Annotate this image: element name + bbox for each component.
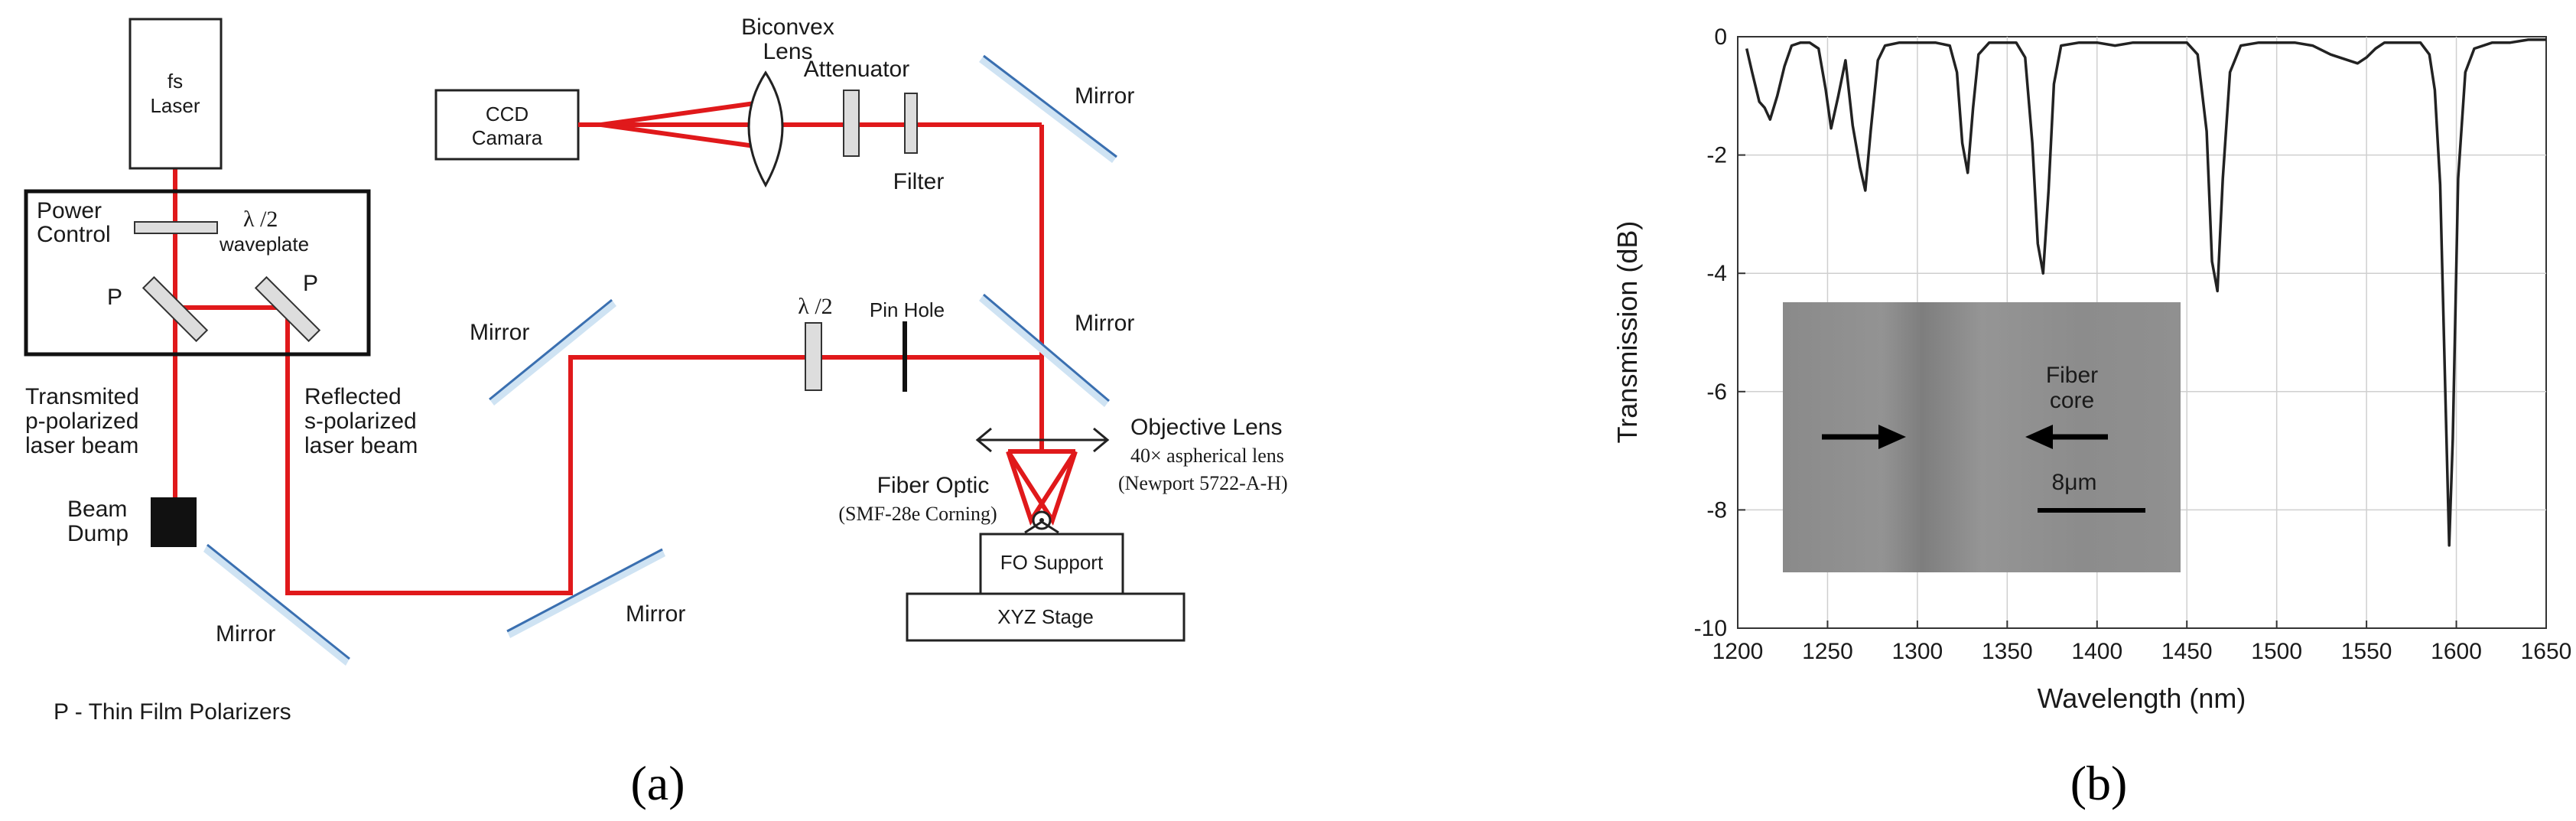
transmitted-label-line1: Transmited [25,384,139,409]
mirror-middle-right [979,293,1110,407]
reflected-label-line2: s-polarized [304,409,417,434]
x-tick-label: 1550 [2341,639,2392,664]
biconvex-lens-label-line2: Lens [763,39,812,64]
fs-laser-box [128,18,223,170]
mirror-left-label: Mirror [470,320,529,345]
waveplate-2-symbol: λ /2 [798,294,832,319]
transmitted-label-line2: p-polarized [25,409,138,434]
y-tick-label: -6 [1706,380,1727,405]
x-tick-label: 1600 [2431,639,2482,664]
mirror-bottom-left [203,543,350,666]
y-tick-label: -2 [1706,143,1727,168]
ccd-camera-label-line1: CCD [486,103,529,125]
fiber-core-label-line2: core [2050,388,2094,413]
transmission-chart: 1200 1250 1300 1350 1400 1450 1500 1550 1600 1650… [1612,24,2571,810]
x-tick-label: 1350 [1982,639,2033,664]
objective-lens-label: Objective Lens [1130,415,1282,440]
fiber-optic-detail: (SMF-28e Corning) [838,503,997,525]
y-ticks: 0 -2 -4 -6 -8 -10 [1694,24,1745,641]
fiber-optic-label: Fiber Optic [877,473,990,498]
attenuator-label: Attenuator [804,57,909,82]
fo-support [979,533,1124,595]
polarizer-left [141,275,209,343]
arrow-left-pointing-right [1822,425,1906,449]
power-control-label-line1: Power [37,198,102,223]
mirror-bottom-center [506,548,665,638]
x-tick-label: 1450 [2161,639,2213,664]
power-control-label-line2: Control [37,222,111,247]
attenuator [843,90,860,157]
beam-dump-label-line2: Dump [67,521,128,546]
pin-hole-label: Pin Hole [870,298,945,321]
x-axis-title: Wavelength (nm) [2038,683,2246,714]
ccd-camera-label-line2: Camara [472,126,543,149]
y-axis-title: Transmission (dB) [1612,221,1643,444]
y-tick-label: -10 [1694,616,1727,641]
fs-laser-label-line1: fs [168,70,183,93]
fo-support-label: FO Support [1000,551,1104,574]
xyz-stage [906,592,1186,642]
panel-b-label: (b) [2070,756,2128,810]
x-tick-label: 1400 [2071,639,2122,664]
objective-lens [975,427,1110,453]
mirror-bottom-left-label: Mirror [216,621,275,647]
beam-dump [151,497,197,547]
y-tick-label: -4 [1706,261,1727,286]
transmitted-label-line3: laser beam [25,433,138,458]
mirror-top-right [979,54,1117,163]
objective-lens-detail-line1: 40× aspherical lens [1130,445,1284,467]
waveplate-1-symbol: λ /2 [243,207,278,232]
transmission-series-line [1745,38,2546,547]
x-ticks: 1200 1250 1300 1350 1400 1450 1500 1550 1600 1650 [1712,621,2572,664]
biconvex-lens [747,70,784,188]
fiber-core-label-line1: Fiber [2046,363,2098,388]
y-tick-label: 0 [1714,24,1727,50]
reflected-label-line3: laser beam [304,433,418,458]
mirror-middle-right-label: Mirror [1075,311,1134,336]
waveplate-1-label: waveplate [219,233,309,256]
mirror-top-right-label: Mirror [1075,83,1134,109]
polarizer-right-label: P [303,271,318,296]
objective-lens-detail-line2: (Newport 5722-A-H) [1118,472,1288,494]
scale-bar-label: 8μm [2052,470,2097,495]
mirror-bottom-center-label: Mirror [626,601,685,627]
waveplate-1 [134,221,218,234]
arrow-right-pointing-left [2025,425,2108,449]
filter-label: Filter [893,169,945,194]
laser-beam-paths [173,99,1078,595]
optical-setup-diagram: fs Laser Power Control λ /2 waveplate P … [24,15,1288,810]
xyz-stage-label: XYZ Stage [997,605,1094,628]
biconvex-lens-label-line1: Biconvex [741,15,834,40]
filter [904,93,918,154]
mirror-left [489,298,616,406]
panel-a-label: (a) [630,756,685,810]
beam-dump-label-line1: Beam [67,497,127,522]
power-control-box [24,189,371,357]
polarizer-right [254,275,321,343]
thin-film-polarizers-note: P - Thin Film Polarizers [54,699,291,725]
x-tick-label: 1500 [2251,639,2302,664]
fiber-micrograph-inset: Fiber core 8μm [1783,302,2181,572]
ccd-camera-box [434,89,580,161]
x-tick-label: 1300 [1892,639,1943,664]
x-tick-label: 1200 [1712,639,1764,664]
waveplate-2 [805,322,822,391]
y-tick-label: -8 [1706,497,1727,523]
reflected-label-line1: Reflected [304,384,402,409]
x-tick-label: 1650 [2521,639,2572,664]
x-tick-label: 1250 [1802,639,1853,664]
polarizer-left-label: P [107,285,122,310]
fs-laser-label-line2: Laser [150,94,200,117]
